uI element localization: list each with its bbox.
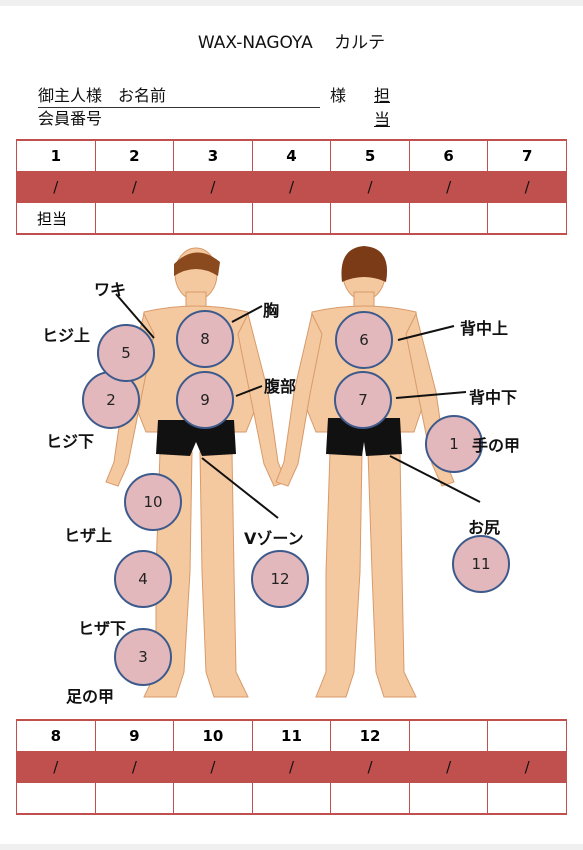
visit-number: 2 [94, 139, 175, 172]
staff-cell[interactable] [173, 782, 253, 815]
visit-number: 11 [251, 719, 332, 752]
label-mune: 胸 [263, 301, 280, 320]
zone-10-circle[interactable]: 10 [124, 473, 182, 531]
front-hair [174, 252, 220, 276]
staff-cell[interactable] [330, 782, 410, 815]
zone-3-circle[interactable]: 3 [114, 628, 172, 686]
date-cell[interactable]: / [173, 751, 253, 783]
date-cell[interactable]: / [330, 171, 410, 203]
front-briefs [156, 420, 236, 456]
date-cell[interactable]: / [487, 751, 567, 783]
visit-number: 8 [16, 719, 96, 752]
visit-number: 6 [408, 139, 489, 172]
staff-cell[interactable] [173, 202, 253, 235]
staff-row-label: 担当 [16, 202, 96, 235]
label-fukubu: 腹部 [264, 377, 297, 396]
label-v-zone: Vゾーン [244, 529, 304, 548]
zone-11-circle[interactable]: 11 [452, 535, 510, 593]
zone-9-circle[interactable]: 9 [176, 371, 234, 429]
visit-number: 1 [16, 139, 96, 172]
staff-cell[interactable] [487, 202, 567, 235]
customer-name-label: 御主人様 お名前 [38, 82, 320, 108]
document-name: カルテ [334, 33, 386, 53]
visit-number: 4 [251, 139, 332, 172]
date-cell[interactable]: / [330, 751, 410, 783]
visit-number: 7 [487, 139, 567, 172]
member-number-label: 会員番号 [38, 109, 103, 128]
visit-number: 3 [173, 139, 253, 172]
label-ashi-no-ko: 足の甲 [66, 687, 115, 706]
customer-name-row: 御主人様 お名前 様 担当 [38, 82, 390, 129]
label-senaka-ue: 背中上 [460, 319, 509, 338]
date-cell[interactable]: / [16, 751, 96, 783]
visit-number: 12 [330, 719, 410, 752]
date-cell[interactable]: / [173, 171, 253, 203]
zone-1-circle[interactable]: 1 [425, 415, 483, 473]
label-hiza-ue: ヒザ上 [64, 526, 113, 545]
staff-cell[interactable] [94, 202, 175, 235]
date-cell[interactable]: / [487, 171, 567, 203]
staff-cell[interactable] [94, 782, 175, 815]
visit-number [487, 719, 567, 752]
date-cell[interactable]: / [408, 751, 489, 783]
staff-cell[interactable] [16, 782, 96, 815]
staff-label: 担当 [374, 86, 391, 129]
salon-name: WAX-NAGOYA [197, 33, 313, 53]
staff-cell[interactable] [408, 202, 489, 235]
page-title: WAX-NAGOYA カルテ [0, 28, 583, 53]
zone-6-circle[interactable]: 6 [335, 311, 393, 369]
visit-number: 9 [94, 719, 175, 752]
staff-cell[interactable] [251, 202, 332, 235]
label-senaka-shita: 背中下 [469, 388, 518, 407]
staff-cell[interactable] [251, 782, 332, 815]
visit-number: 5 [330, 139, 410, 172]
zone-5-circle[interactable]: 5 [97, 324, 155, 382]
back-briefs [326, 418, 402, 456]
label-hiza-shita: ヒザ下 [78, 619, 127, 638]
visit-table-bottom: 8 9 10 11 12 / / / / / / / [16, 719, 567, 815]
date-cell[interactable]: / [408, 171, 489, 203]
label-te-no-ko: 手の甲 [472, 436, 521, 455]
staff-cell[interactable] [487, 782, 567, 815]
zone-12-circle[interactable]: 12 [251, 550, 309, 608]
zone-7-circle[interactable]: 7 [334, 371, 392, 429]
visit-number [408, 719, 489, 752]
date-cell[interactable]: / [94, 751, 175, 783]
label-hiji-shita: ヒジ下 [46, 432, 95, 451]
visit-table-top: 1 2 3 4 5 6 7 / / / / / / / 担当 [16, 139, 567, 235]
visit-number: 10 [173, 719, 253, 752]
date-cell[interactable]: / [94, 171, 175, 203]
zone-8-circle[interactable]: 8 [176, 310, 234, 368]
date-cell[interactable]: / [16, 171, 96, 203]
zone-4-circle[interactable]: 4 [114, 550, 172, 608]
label-oshiri: お尻 [468, 518, 501, 537]
body-illustration [99, 246, 481, 698]
body-zone-chart: 1 2 3 4 5 6 7 8 9 10 11 12 ワキ ヒジ上 ヒジ下 胸 … [26, 242, 557, 712]
staff-cell[interactable] [330, 202, 410, 235]
label-hiji-ue: ヒジ上 [42, 326, 91, 345]
date-cell[interactable]: / [251, 751, 332, 783]
label-waki: ワキ [94, 280, 127, 299]
date-cell[interactable]: / [251, 171, 332, 203]
honorific-label: 様 [330, 86, 347, 105]
karte-page: WAX-NAGOYA カルテ 御主人様 お名前 様 担当 会員番号 1 2 3 … [0, 6, 583, 844]
staff-cell[interactable] [408, 782, 489, 815]
back-hair [341, 246, 388, 282]
